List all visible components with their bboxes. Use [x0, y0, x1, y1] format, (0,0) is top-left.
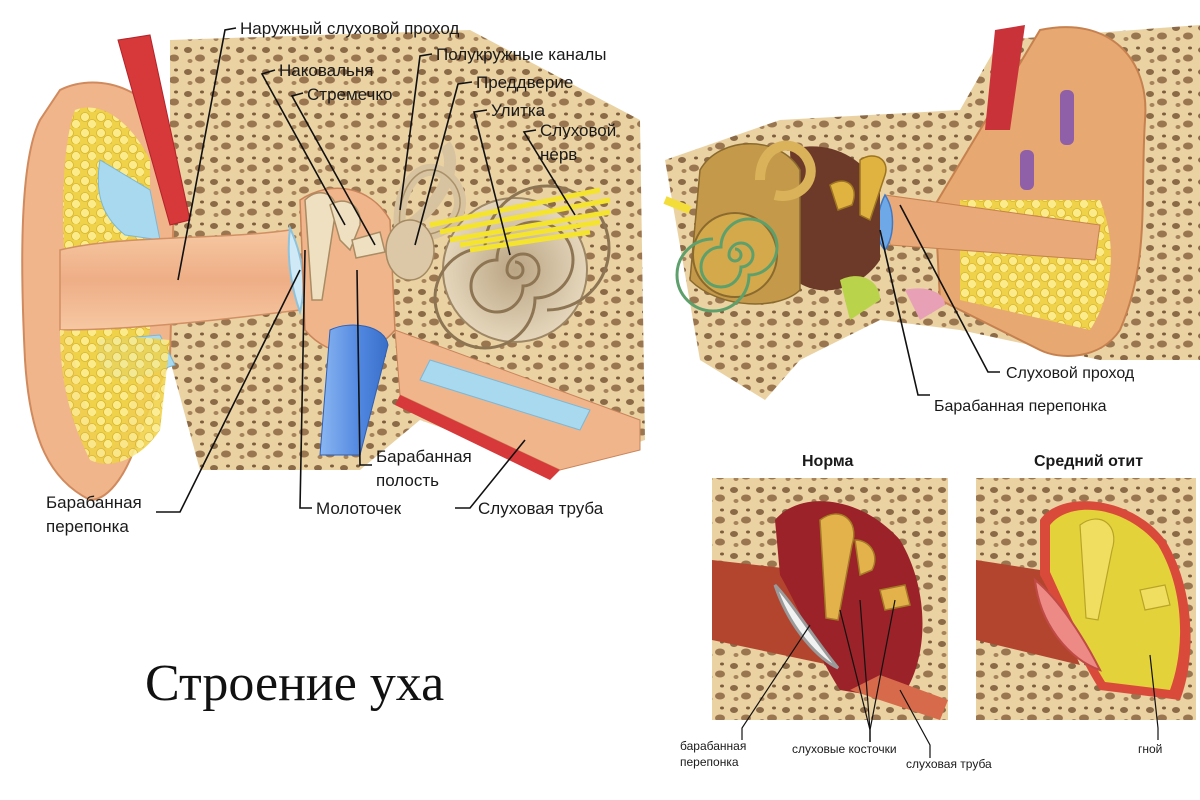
label-cavity-line2: полость — [376, 471, 439, 490]
cartilage-tube — [419, 359, 591, 431]
label-tr-canal: Слуховой проход — [1006, 365, 1135, 382]
tr-pink — [905, 288, 945, 320]
otitis-ossicles — [1079, 518, 1171, 621]
incus — [329, 200, 361, 252]
main-labels: Наружный слуховой проход Полукружные кан… — [46, 19, 616, 536]
main-leader-lines — [156, 27, 576, 513]
label-cmp-ossicles: слуховые косточки — [792, 742, 897, 756]
label-tr-drum: Барабанная перепонка — [934, 398, 1107, 415]
external-ear-canal — [59, 229, 301, 331]
otitis-panel — [976, 478, 1196, 720]
tympanic-membrane — [287, 224, 305, 316]
label-malleus: Молоточек — [316, 499, 402, 518]
main-ear-diagram — [21, 30, 645, 502]
top-right-ear-diagram — [663, 25, 1200, 400]
label-drum-line2: перепонка — [46, 517, 129, 536]
label-nerve-line1: Слуховой — [540, 121, 616, 140]
label-external-canal: Наружный слуховой проход — [240, 19, 459, 38]
label-cmp-drum-line1: барабанная — [680, 739, 746, 753]
otitis-drum — [1033, 577, 1102, 672]
label-nerve-line2: нерв — [540, 145, 577, 164]
label-stapes: Стремечко — [307, 85, 393, 104]
ossicles — [304, 192, 386, 301]
tr-semicircular — [755, 140, 816, 201]
tr-muscle — [985, 25, 1025, 130]
page-title: Строение уха — [145, 655, 444, 712]
normal-tube — [850, 675, 948, 720]
heading-otitis: Средний отит — [1034, 453, 1143, 470]
label-cavity-line1: Барабанная — [376, 447, 472, 466]
normal-ossicles — [819, 513, 911, 621]
malleus — [304, 192, 337, 301]
label-cochlea: Улитка — [491, 101, 546, 120]
label-vestibule: Преддверие — [476, 73, 573, 92]
label-drum-line1: Барабанная — [46, 493, 142, 512]
label-cmp-pus: гной — [1138, 742, 1162, 756]
label-incus: Наковальня — [279, 61, 373, 80]
tr-vessel-1 — [1020, 150, 1034, 190]
tr-nerve — [663, 196, 692, 214]
tr-tube-green — [840, 276, 880, 320]
auditory-nerve — [429, 187, 611, 253]
tr-ossicles — [829, 155, 887, 222]
normal-drum — [773, 583, 840, 670]
stapes — [351, 231, 386, 259]
label-semicircular-canals: Полукружные каналы — [436, 45, 607, 64]
normal-panel — [712, 478, 948, 720]
muscle-band-lower — [395, 395, 560, 480]
top-right-leader-lines — [879, 204, 1000, 396]
lobe-fat — [60, 330, 170, 464]
comparison-leader-lines — [741, 599, 1159, 758]
heading-normal: Норма — [802, 453, 854, 470]
label-cmp-tube: слуховая труба — [906, 757, 992, 771]
tr-vessel-2 — [1060, 90, 1074, 145]
cartilage-upper — [97, 159, 161, 241]
label-cmp-drum-line2: перепонка — [680, 755, 739, 769]
blue-vessel — [319, 324, 389, 456]
vestibule — [385, 219, 435, 281]
otitis-canal — [976, 560, 1080, 665]
label-eustachian-tube: Слуховая труба — [478, 499, 604, 518]
tr-cochlea — [675, 212, 779, 313]
